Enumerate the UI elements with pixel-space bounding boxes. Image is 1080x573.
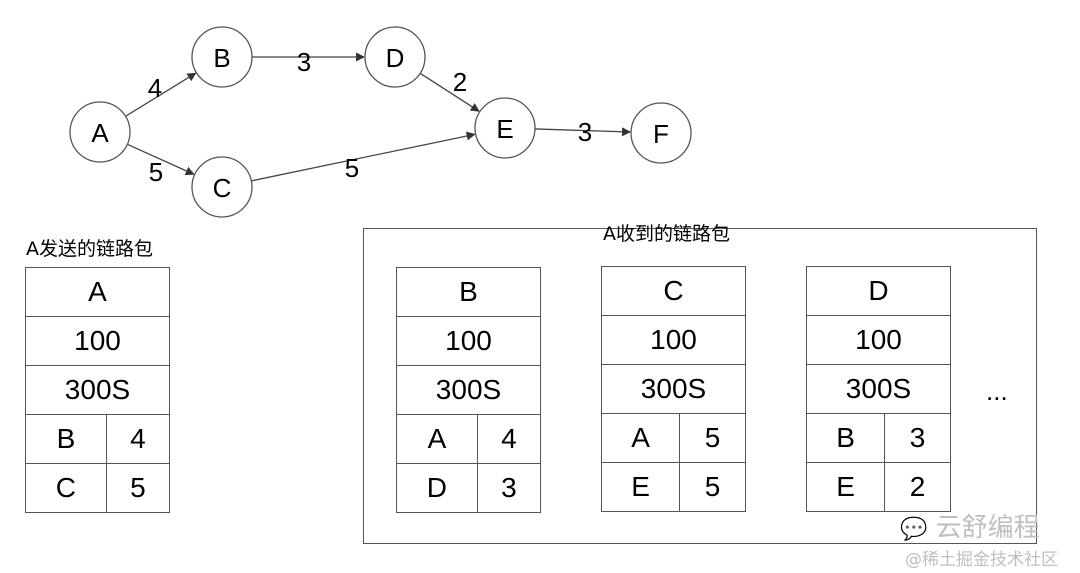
packet-node-cell: C xyxy=(601,266,746,316)
node-f-circle xyxy=(630,102,692,164)
edge-C-E xyxy=(251,131,476,182)
link-cost-cell: 3 xyxy=(476,463,542,513)
packet-age-cell: 300S xyxy=(601,364,746,414)
link-neighbor-cell: A xyxy=(600,413,681,463)
node-label: E xyxy=(496,114,513,144)
link-cost-cell: 4 xyxy=(476,414,542,464)
node-b-circle xyxy=(191,26,253,88)
more-packets-ellipsis: ... xyxy=(986,376,1008,406)
link-cost-cell: 5 xyxy=(679,462,746,512)
edge-A-B xyxy=(125,72,197,117)
packet-node-cell: B xyxy=(396,267,541,317)
edge-weight-label: 4 xyxy=(148,73,162,103)
edge-A-C xyxy=(127,143,195,176)
received-packets-frame xyxy=(363,228,1037,544)
wechat-logo-icon: 💬 xyxy=(900,517,928,542)
packet-seq-cell: 100 xyxy=(396,316,541,366)
link-neighbor-cell: E xyxy=(600,462,681,512)
node-label: D xyxy=(386,43,405,73)
edge-D-E xyxy=(419,72,480,112)
link-cost-cell: 4 xyxy=(105,414,171,464)
watermark-brand: 💬 云舒编程 xyxy=(900,507,1040,544)
edge-weight-label: 2 xyxy=(453,67,467,97)
node-label: A xyxy=(91,118,109,148)
packet-age-cell: 300S xyxy=(25,365,170,415)
packet-seq-cell: 100 xyxy=(806,315,951,365)
link-neighbor-cell: A xyxy=(396,414,478,464)
edge-weight-label: 3 xyxy=(297,47,311,77)
received-packets-caption: A收到的链路包 xyxy=(603,223,730,245)
edge-weight-label: 5 xyxy=(149,157,163,187)
watermark-site: @稀土掘金技术社区 xyxy=(905,550,1058,570)
link-neighbor-cell: B xyxy=(805,413,886,463)
link-neighbor-cell: C xyxy=(25,463,107,513)
link-cost-cell: 5 xyxy=(679,413,746,463)
edge-weight-label: 5 xyxy=(345,153,359,183)
watermark-title: 云舒编程 xyxy=(935,513,1040,543)
node-label: B xyxy=(213,43,230,73)
packet-age-cell: 300S xyxy=(396,365,541,415)
edge-E-F xyxy=(534,127,632,137)
node-c-circle xyxy=(191,156,253,218)
packet-age-cell: 300S xyxy=(806,364,951,414)
sent-packet-caption: A发送的链路包 xyxy=(26,238,153,260)
link-cost-cell: 5 xyxy=(105,463,171,513)
node-label: C xyxy=(213,173,232,203)
node-a-circle xyxy=(69,101,131,163)
link-neighbor-cell: B xyxy=(25,414,107,464)
link-neighbor-cell: E xyxy=(805,462,886,512)
packet-node-cell: D xyxy=(806,266,951,316)
node-d-circle xyxy=(364,26,426,88)
packet-seq-cell: 100 xyxy=(601,315,746,365)
node-e-circle xyxy=(474,97,536,159)
packet-seq-cell: 100 xyxy=(25,316,170,366)
network-graph: 4 5 3 2 5 3 A B C D E F xyxy=(69,26,692,218)
edge-weight-label: 3 xyxy=(578,117,592,147)
link-neighbor-cell: D xyxy=(396,463,478,513)
link-cost-cell: 3 xyxy=(884,413,951,463)
node-label: F xyxy=(653,119,669,149)
packet-node-cell: A xyxy=(25,267,170,317)
link-cost-cell: 2 xyxy=(884,462,951,512)
